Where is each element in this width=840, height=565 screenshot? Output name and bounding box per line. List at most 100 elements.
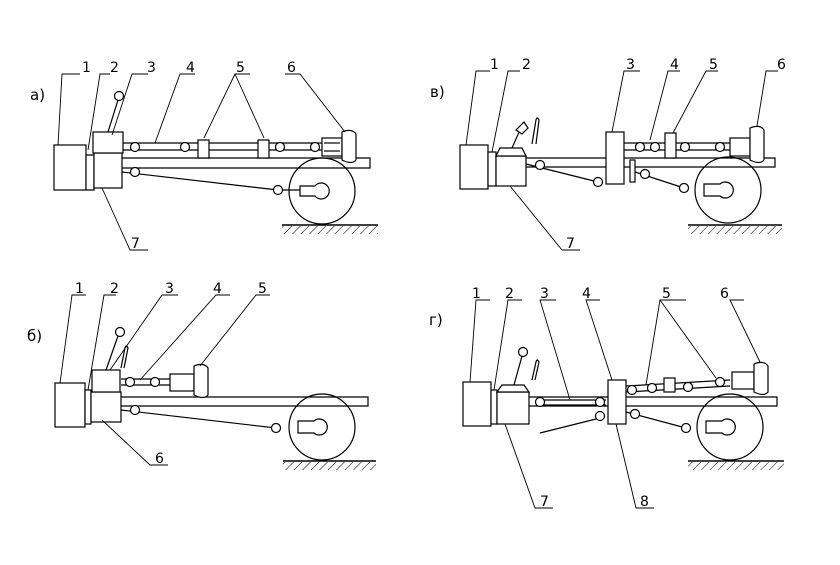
universal-joint bbox=[682, 381, 694, 393]
label-v-5: 5 bbox=[709, 57, 718, 73]
label-g-4: 4 bbox=[582, 286, 591, 302]
lever-handle bbox=[515, 121, 529, 135]
winch-drum bbox=[731, 371, 755, 390]
label-v-1: 1 bbox=[490, 57, 499, 73]
frame-rail bbox=[122, 157, 371, 169]
label-b-2: 2 bbox=[110, 281, 119, 297]
universal-joint bbox=[309, 141, 321, 153]
ground-hatch bbox=[283, 462, 376, 470]
label-a-2: 2 bbox=[110, 60, 119, 76]
shaft-support bbox=[664, 132, 677, 159]
clutch-housing bbox=[85, 154, 95, 191]
label-g-2: 2 bbox=[505, 286, 514, 302]
universal-joint bbox=[179, 141, 191, 153]
label-b-3: 3 bbox=[165, 281, 174, 297]
wheel bbox=[696, 393, 764, 461]
winch-drum bbox=[729, 137, 751, 157]
shaft-support bbox=[197, 139, 210, 159]
label-g-6: 6 bbox=[720, 286, 729, 302]
drive-shaft-lower bbox=[120, 409, 277, 429]
universal-joint bbox=[649, 141, 661, 153]
label-a-6: 6 bbox=[287, 60, 296, 76]
panel-b: б) 1 2 3 4 bbox=[27, 281, 376, 470]
lever-knob bbox=[113, 90, 125, 102]
label-v-2: 2 bbox=[522, 57, 531, 73]
drive-shaft-lower bbox=[121, 171, 279, 191]
label-a-3: 3 bbox=[147, 60, 156, 76]
label-g-7: 7 bbox=[540, 494, 549, 510]
frame-rail bbox=[529, 396, 778, 407]
engine-block bbox=[462, 381, 492, 427]
universal-joint bbox=[592, 176, 604, 188]
transfer-box bbox=[92, 131, 124, 154]
gearbox bbox=[90, 391, 122, 423]
panel-label-a: а) bbox=[30, 86, 45, 104]
label-g-3: 3 bbox=[540, 286, 549, 302]
label-g-5: 5 bbox=[662, 286, 671, 302]
engine-block bbox=[53, 144, 87, 191]
panel-label-v: в) bbox=[430, 83, 445, 101]
label-b-6: 6 bbox=[155, 451, 164, 467]
universal-joint bbox=[129, 404, 141, 416]
engine-block bbox=[459, 144, 489, 190]
universal-joint bbox=[680, 422, 692, 434]
gearbox bbox=[93, 152, 123, 189]
secondary-lever bbox=[531, 117, 540, 145]
panel-label-b: б) bbox=[27, 327, 42, 345]
label-b-4: 4 bbox=[213, 281, 222, 297]
universal-joint bbox=[129, 166, 141, 178]
clutch-housing bbox=[490, 389, 498, 425]
universal-joint bbox=[594, 410, 606, 422]
wheel bbox=[288, 393, 356, 461]
label-v-4: 4 bbox=[670, 57, 679, 73]
universal-joint bbox=[714, 141, 726, 153]
gearbox-cover bbox=[495, 147, 527, 157]
universal-joint bbox=[714, 376, 726, 388]
engine-block bbox=[54, 382, 86, 428]
ground-hatch bbox=[688, 462, 784, 470]
shift-lever bbox=[105, 335, 119, 371]
universal-joint bbox=[679, 141, 691, 153]
panel-v: в) bbox=[430, 57, 786, 252]
shift-lever bbox=[107, 99, 119, 133]
secondary-lever bbox=[531, 359, 540, 381]
universal-joint bbox=[594, 396, 606, 408]
universal-joint bbox=[274, 141, 286, 153]
winch-drum bbox=[321, 137, 343, 157]
universal-joint bbox=[272, 184, 284, 196]
panel-a: а) bbox=[30, 60, 378, 252]
clutch-housing bbox=[487, 151, 497, 187]
wheel bbox=[694, 156, 762, 224]
lever-knob bbox=[114, 326, 126, 338]
label-b-1: 1 bbox=[75, 281, 84, 297]
label-a-7: 7 bbox=[131, 236, 140, 252]
winch bbox=[193, 363, 209, 399]
ground-hatch bbox=[282, 226, 378, 234]
universal-joint bbox=[626, 384, 638, 396]
wheel bbox=[288, 157, 356, 225]
winch-drum bbox=[169, 373, 195, 392]
shaft-support bbox=[663, 377, 676, 393]
label-g-8: 8 bbox=[640, 494, 649, 510]
gearbox-cover bbox=[495, 384, 531, 393]
universal-joint bbox=[646, 382, 658, 394]
ground-hatch bbox=[688, 226, 782, 234]
universal-joint bbox=[639, 168, 651, 180]
universal-joint bbox=[678, 182, 690, 194]
label-b-5: 5 bbox=[258, 281, 267, 297]
frame-rail bbox=[526, 157, 776, 168]
universal-joint bbox=[534, 396, 546, 408]
label-v-3: 3 bbox=[626, 57, 635, 73]
front-drive-shaft bbox=[539, 417, 601, 434]
frame-rail bbox=[121, 396, 369, 407]
gearbox bbox=[496, 391, 530, 425]
label-g-1: 1 bbox=[472, 286, 481, 302]
winch-shaft bbox=[625, 379, 731, 387]
universal-joint bbox=[149, 376, 161, 388]
shaft-support bbox=[257, 139, 270, 159]
label-v-7: 7 bbox=[566, 236, 575, 252]
panel-label-g: г) bbox=[429, 311, 443, 329]
universal-joint bbox=[634, 141, 646, 153]
clutch-housing bbox=[84, 389, 92, 425]
